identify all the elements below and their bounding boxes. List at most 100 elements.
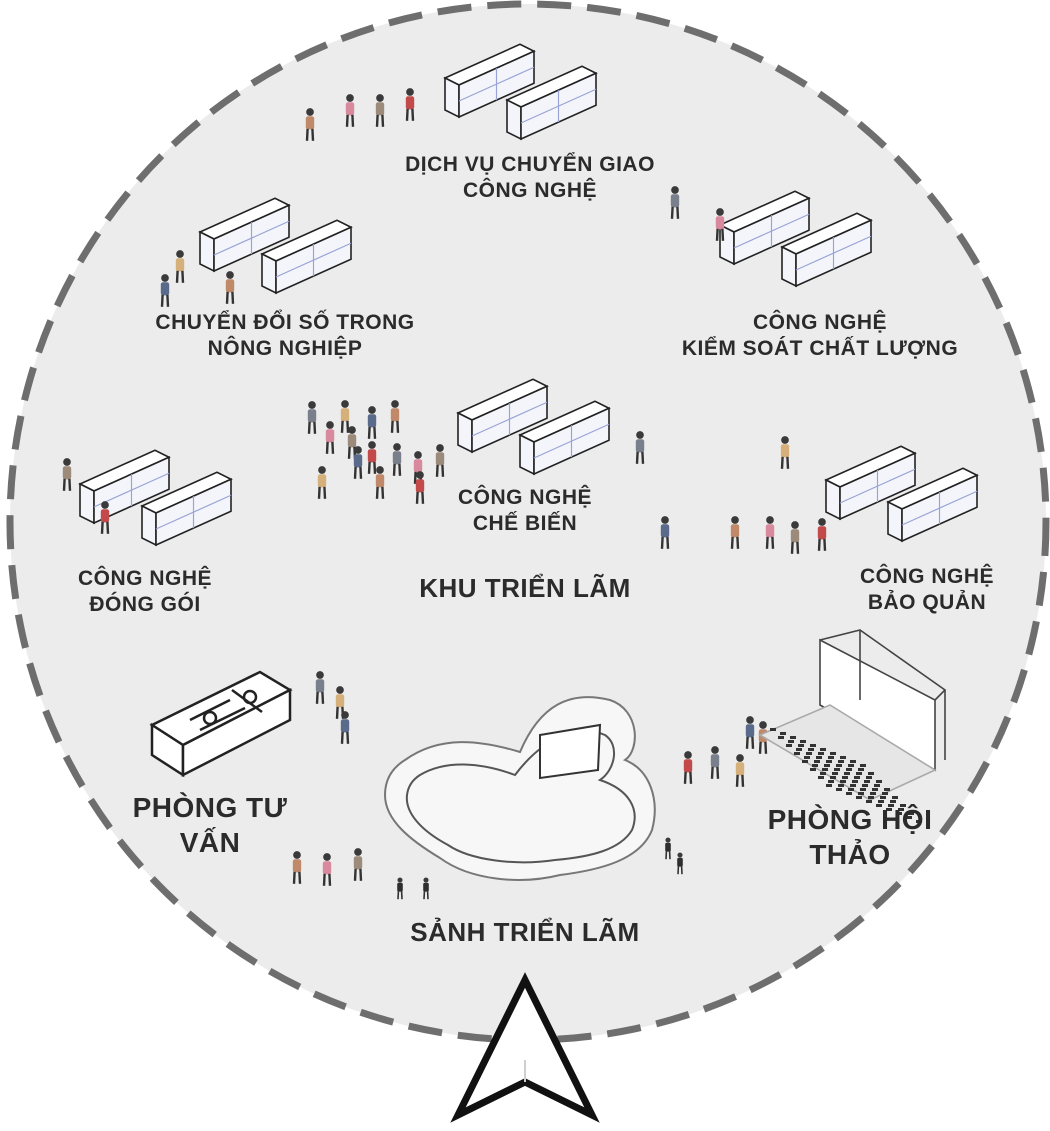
seat-icon xyxy=(830,752,836,755)
label-exhibition-hall: SẢNH TRIỂN LÃM xyxy=(410,917,640,947)
seat-icon xyxy=(832,772,838,775)
seat-icon xyxy=(842,776,848,779)
seat-icon xyxy=(798,744,804,747)
seat-icon xyxy=(872,788,878,791)
person-figure-icon xyxy=(730,516,740,549)
person-figure-icon xyxy=(160,274,170,307)
seat-icon xyxy=(808,748,814,751)
person-figure-icon xyxy=(225,271,235,304)
seat-icon xyxy=(906,816,912,819)
seat-icon xyxy=(814,760,820,763)
seat-icon xyxy=(882,792,888,795)
person-figure-icon xyxy=(367,441,377,474)
seat-icon xyxy=(846,792,852,795)
person-figure-icon xyxy=(665,837,671,860)
seat-icon xyxy=(850,760,856,763)
seat-icon xyxy=(890,800,896,803)
person-figure-icon xyxy=(677,852,683,875)
person-figure-icon xyxy=(307,401,317,434)
seating-rows xyxy=(770,728,922,823)
person-figure-icon xyxy=(405,88,415,121)
seat-icon xyxy=(834,768,840,771)
person-figure-icon xyxy=(322,853,332,886)
seat-icon xyxy=(836,764,842,767)
seat-icon xyxy=(868,772,874,775)
seat-icon xyxy=(856,772,862,775)
seat-icon xyxy=(888,804,894,807)
person-figure-icon xyxy=(780,436,790,469)
seat-icon xyxy=(862,784,868,787)
booth-pair-icon xyxy=(456,378,611,476)
person-figure-icon xyxy=(790,521,800,554)
seat-icon xyxy=(790,736,796,739)
person-figure-icon xyxy=(100,501,110,534)
seat-icon xyxy=(804,756,810,759)
person-figure-icon xyxy=(670,186,680,219)
seat-icon xyxy=(810,744,816,747)
booth-pair-icon xyxy=(198,197,353,295)
person-figure-icon xyxy=(317,466,327,499)
seat-icon xyxy=(866,800,872,803)
seat-icon xyxy=(858,768,864,771)
person-figure-icon xyxy=(392,443,402,476)
person-figure-icon xyxy=(745,716,755,749)
person-figure-icon xyxy=(315,671,325,704)
seat-icon xyxy=(860,764,866,767)
person-figure-icon xyxy=(415,471,425,504)
seat-icon xyxy=(844,772,850,775)
booth-pair-icon xyxy=(824,445,979,543)
seat-icon xyxy=(870,792,876,795)
seat-icon xyxy=(884,788,890,791)
seat-icon xyxy=(828,780,834,783)
seat-icon xyxy=(852,780,858,783)
north-arrow-icon xyxy=(450,972,600,1123)
seat-icon xyxy=(840,756,846,759)
seat-icon xyxy=(786,744,792,747)
seat-icon xyxy=(780,732,786,735)
person-figure-icon xyxy=(660,516,670,549)
seat-icon xyxy=(840,780,846,783)
label-exhibition-area: KHU TRIỂN LÃM xyxy=(419,573,631,603)
seat-icon xyxy=(878,800,884,803)
seat-icon xyxy=(848,764,854,767)
seat-icon xyxy=(824,764,830,767)
booth-group xyxy=(78,43,979,547)
seat-icon xyxy=(866,776,872,779)
seat-icon xyxy=(816,756,822,759)
seat-icon xyxy=(898,808,904,811)
seat-icon xyxy=(828,756,834,759)
seat-icon xyxy=(788,740,794,743)
seat-icon xyxy=(836,788,842,791)
booth-pair-icon xyxy=(443,43,598,141)
person-figure-icon xyxy=(340,400,350,433)
person-figure-icon xyxy=(175,250,185,283)
person-figure-icon xyxy=(292,851,302,884)
seat-icon xyxy=(800,740,806,743)
person-figure-icon xyxy=(710,746,720,779)
person-figure-icon xyxy=(375,94,385,127)
person-figure-icon xyxy=(765,516,775,549)
seat-icon xyxy=(770,728,776,731)
seat-icon xyxy=(794,752,800,755)
seat-icon xyxy=(818,752,824,755)
person-figure-icon xyxy=(367,406,377,439)
person-figure-icon xyxy=(62,458,72,491)
seat-icon xyxy=(796,748,802,751)
person-figure-icon xyxy=(397,877,403,900)
person-figure-icon xyxy=(683,751,693,784)
seat-icon xyxy=(812,764,818,767)
person-figure-icon xyxy=(305,108,315,141)
seat-icon xyxy=(896,812,902,815)
seat-icon xyxy=(892,796,898,799)
booth-pair-icon xyxy=(78,449,233,547)
seat-icon xyxy=(854,776,860,779)
seat-icon xyxy=(874,784,880,787)
seat-icon xyxy=(876,780,882,783)
consulting-room-icon xyxy=(149,670,293,778)
